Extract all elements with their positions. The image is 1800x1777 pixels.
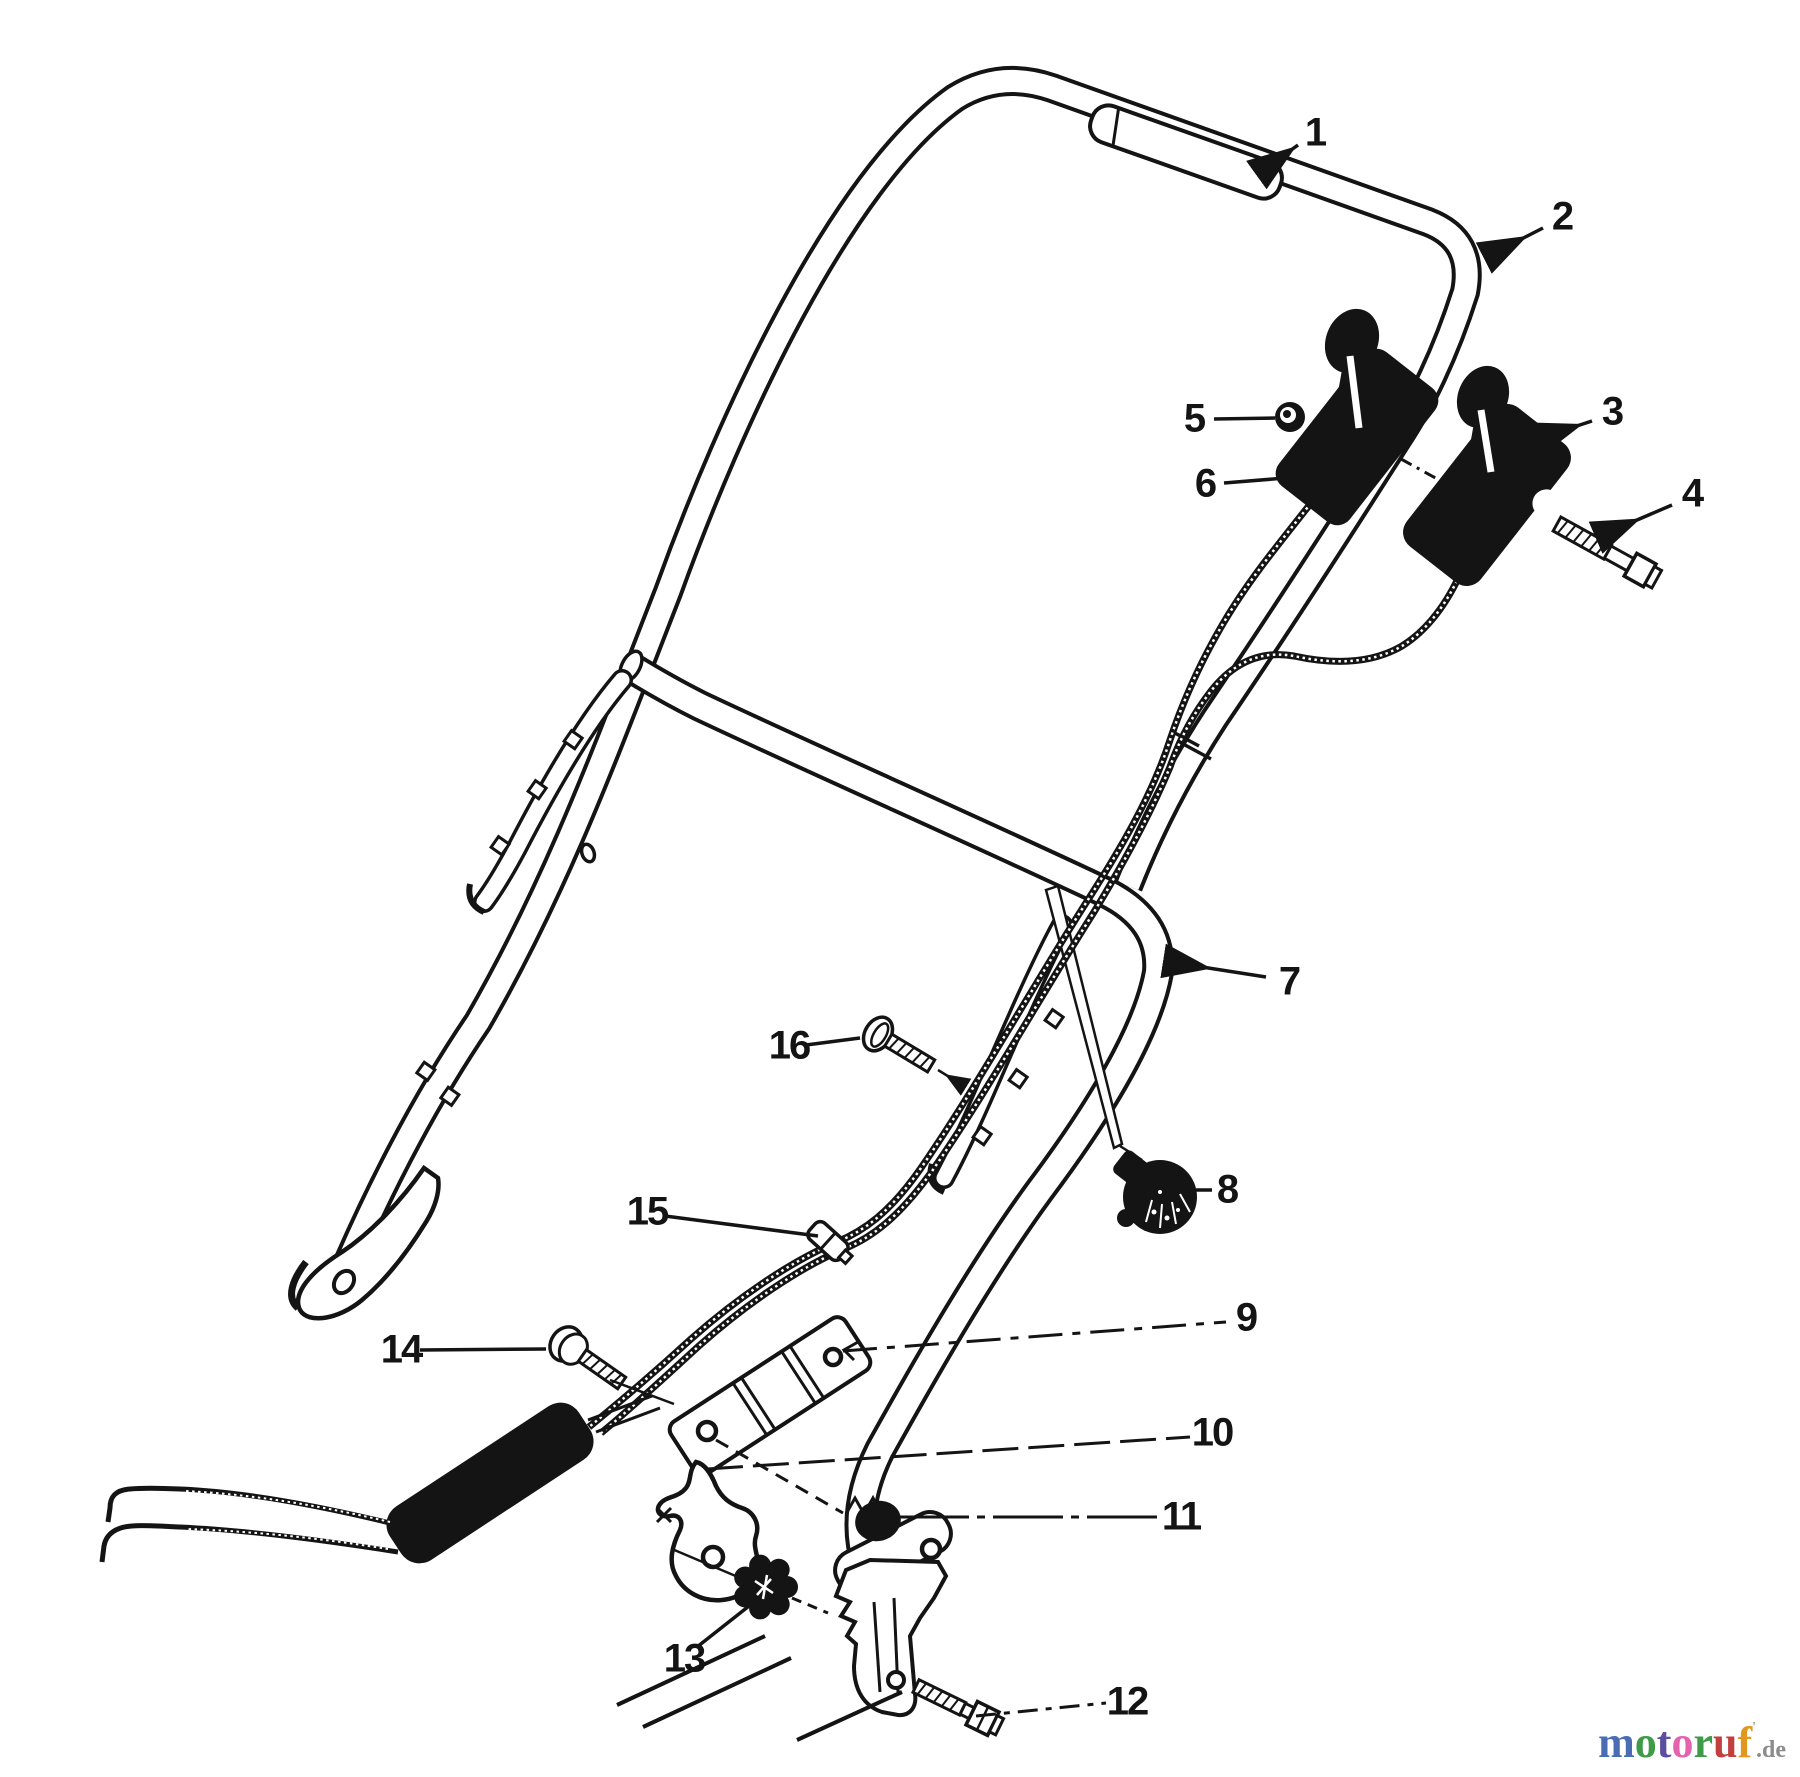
callout-2: 2 [1551, 194, 1574, 239]
callout-16: 16 [768, 1023, 811, 1068]
cable-guide-bar-right [927, 914, 1073, 1195]
callout-3: 3 [1601, 389, 1624, 434]
brand-logo-letter-6: f [1737, 1718, 1753, 1767]
callout-5: 5 [1183, 396, 1206, 441]
throttle-cable [586, 495, 1318, 1430]
hex-bolt-12 [910, 1677, 1006, 1738]
brand-logo-suffix: .de [1756, 1737, 1786, 1763]
brand-logo-word: motoruf [1598, 1721, 1752, 1765]
callout-6: 6 [1194, 461, 1217, 506]
hex-bolt-4 [1551, 514, 1664, 591]
control-lever-right [1403, 365, 1571, 587]
brand-logo-letter-5: u [1712, 1718, 1738, 1767]
sleeve-joint [1172, 730, 1212, 761]
control-lever-left [1275, 308, 1439, 526]
callout-10: 10 [1191, 1410, 1234, 1455]
cable-foam-grip [386, 1402, 594, 1564]
tube-hole [579, 842, 597, 864]
callout-12: 12 [1106, 1679, 1149, 1724]
callout-11: 11 [1161, 1494, 1202, 1539]
cable-clamp [806, 1219, 855, 1266]
brand-logo-mark: ' [1752, 1720, 1756, 1735]
brand-logo-letter-4: r [1693, 1718, 1713, 1767]
wing-knob [1113, 1150, 1197, 1234]
assembly-axes [609, 450, 1442, 1615]
brand-logo-letter-2: t [1656, 1718, 1672, 1767]
adjuster-bolt [548, 1325, 628, 1391]
callout-9: 9 [1235, 1295, 1258, 1340]
brand-logo-letter-1: o [1634, 1718, 1657, 1767]
lower-bracket [833, 1510, 953, 1718]
brake-cable [598, 568, 1466, 1436]
flange-screw [861, 1015, 937, 1074]
callout-15: 15 [626, 1189, 669, 1234]
handle-end-plate [288, 1164, 441, 1321]
brand-logo: motoruf'.de [1598, 1721, 1786, 1765]
cable-guide-bar-left [466, 669, 633, 915]
callout-13: 13 [663, 1636, 706, 1681]
deck-hint-lines [616, 1634, 903, 1742]
leader-lines [419, 143, 1673, 1718]
brand-logo-letter-0: m [1598, 1718, 1635, 1767]
callout-14: 14 [380, 1327, 423, 1372]
cable-end-hooks [99, 1485, 403, 1563]
upper-handle-tube [334, 65, 1482, 1269]
callout-7: 7 [1278, 959, 1301, 1004]
inner-wires [587, 1394, 661, 1434]
trigger-lever [655, 1459, 761, 1603]
lock-nut [1275, 402, 1305, 432]
callout-1: 1 [1304, 110, 1327, 155]
callout-8: 8 [1216, 1167, 1239, 1212]
brand-logo-letter-3: o [1671, 1718, 1694, 1767]
callout-4: 4 [1681, 471, 1704, 516]
mounting-plate [667, 1315, 873, 1477]
star-nut [734, 1554, 798, 1620]
